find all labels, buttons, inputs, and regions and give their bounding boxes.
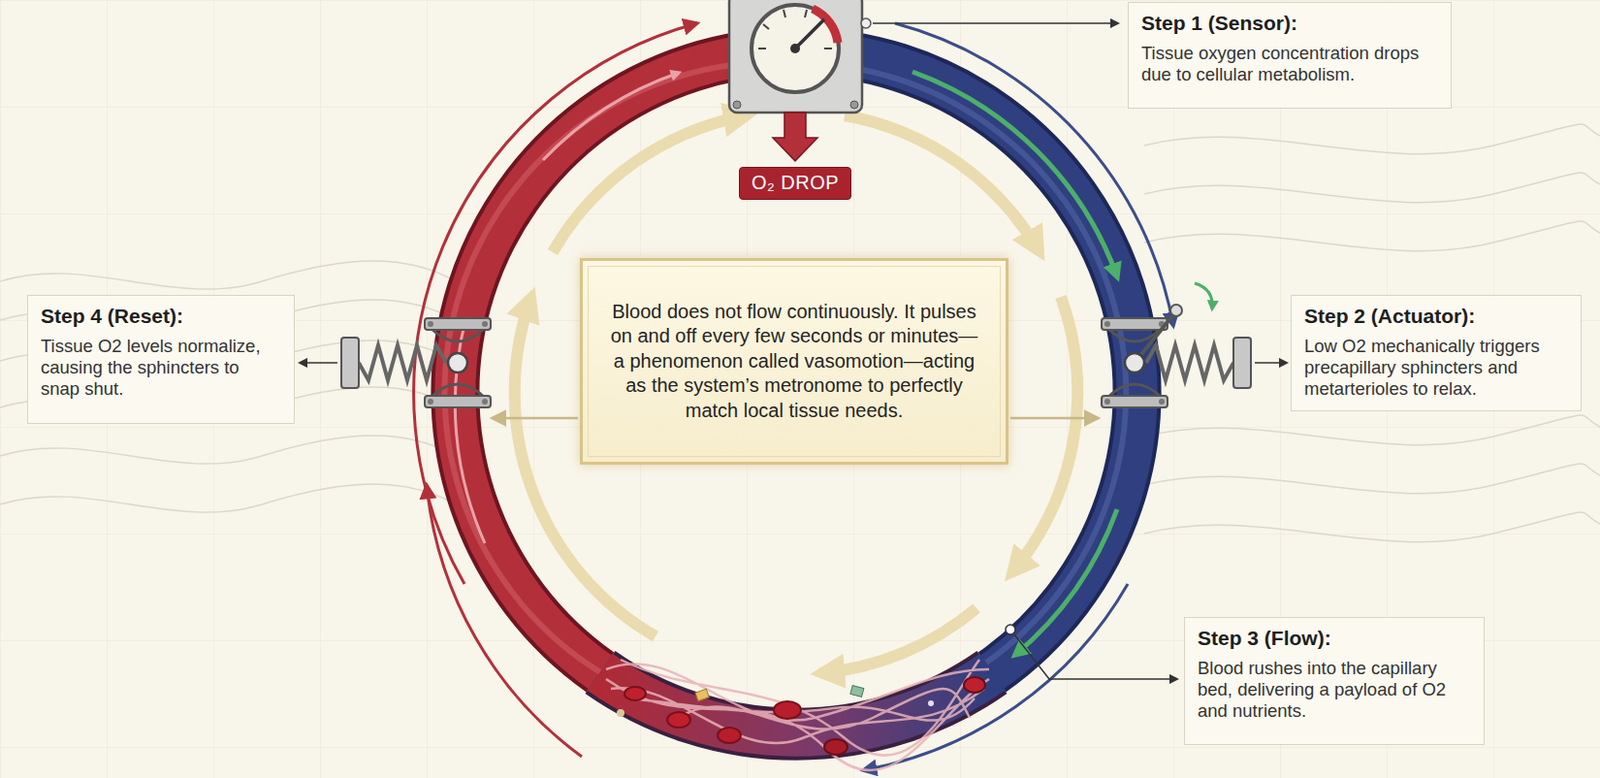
bolt xyxy=(481,320,488,327)
bolt xyxy=(1158,398,1165,405)
capillary-mesh xyxy=(606,659,990,770)
step-text: Low O2 mechanically triggers precapillar… xyxy=(1304,335,1569,401)
gauge-needle xyxy=(795,19,825,49)
note-box: Blood does not flow continuously. It pul… xyxy=(579,257,1009,465)
red-blood-cell xyxy=(667,711,691,728)
leader-line xyxy=(872,22,1119,25)
leader-line xyxy=(1254,361,1287,364)
sphincter-clamp xyxy=(1101,395,1168,408)
sphincter-clamp xyxy=(1101,318,1168,330)
badge-text: O₂ DROP xyxy=(739,167,851,198)
spring-cap xyxy=(1233,337,1251,388)
red-blood-cell xyxy=(963,676,986,693)
step-text: Blood rushes into the capillary bed, del… xyxy=(1197,657,1472,723)
sphincter-pinch xyxy=(430,327,485,398)
drop-arrow xyxy=(772,112,818,161)
bolt xyxy=(481,398,488,405)
red-blood-cell xyxy=(773,701,801,719)
note-body: Blood does not flow continuously. It pul… xyxy=(608,299,981,423)
step-box: Step 1 (Sensor): Tissue oxygen concentrat… xyxy=(1127,1,1452,109)
step-box: Step 4 (Reset): Tissue O2 levels normaliz… xyxy=(27,294,295,424)
bolt xyxy=(733,100,741,109)
pale-arrow xyxy=(1011,296,1078,574)
green-arrow xyxy=(1194,283,1213,309)
wave-lines xyxy=(1144,124,1600,543)
leader-dot xyxy=(1005,624,1016,635)
bolt xyxy=(1104,398,1111,405)
alert-badge: O₂ DROP xyxy=(738,166,852,200)
leader-line xyxy=(299,361,338,364)
bolt xyxy=(850,100,859,109)
green-arrow xyxy=(1015,509,1118,655)
inner-arrow xyxy=(543,72,679,160)
step-text: Tissue O2 levels normalize, causing the … xyxy=(40,335,283,401)
valve-pivot xyxy=(448,352,468,373)
pale-arrow xyxy=(820,608,977,673)
nutrient-particle xyxy=(850,685,864,698)
spring xyxy=(1146,345,1234,381)
spring-cap xyxy=(341,337,359,388)
gauge-ticks xyxy=(758,9,832,49)
note-text: Blood does not flow continuously. It pul… xyxy=(608,299,981,423)
spring xyxy=(358,345,447,381)
step-box: Step 3 (Flow): Blood rushes into the capi… xyxy=(1184,616,1485,745)
nutrient-particle xyxy=(616,708,625,717)
bolt xyxy=(861,18,871,29)
lever-knob xyxy=(1170,304,1183,317)
valve-pivot xyxy=(1124,352,1145,373)
side-arrow xyxy=(1010,416,1098,420)
leader-line xyxy=(1014,634,1178,679)
step-box: Step 2 (Actuator): Low O2 mechanically tr… xyxy=(1290,294,1582,412)
wave-lines xyxy=(0,260,456,512)
step-heading: Step 4 (Reset): xyxy=(40,304,283,328)
step-text: Tissue oxygen concentration drops due to… xyxy=(1141,42,1440,86)
sphincter-clamp xyxy=(424,318,491,330)
red-blood-cell xyxy=(824,738,848,755)
step-heading: Step 2 (Actuator): xyxy=(1304,304,1569,328)
step-heading: Step 3 (Flow): xyxy=(1197,626,1472,650)
nutrient-particle xyxy=(695,688,709,702)
sphincter-clamp xyxy=(424,395,491,408)
nutrient-particle xyxy=(928,700,934,706)
red-blood-cell xyxy=(624,686,646,701)
bolt xyxy=(427,320,434,327)
gauge-pivot xyxy=(790,43,800,54)
green-arrow xyxy=(912,71,1118,277)
bolt xyxy=(427,398,434,405)
bolt xyxy=(1104,320,1111,327)
sensor-gauge xyxy=(729,0,863,113)
gauge-dial xyxy=(751,4,839,93)
step-heading: Step 1 (Sensor): xyxy=(1141,11,1440,35)
side-arrow xyxy=(492,416,578,420)
red-blood-cell xyxy=(717,727,741,743)
